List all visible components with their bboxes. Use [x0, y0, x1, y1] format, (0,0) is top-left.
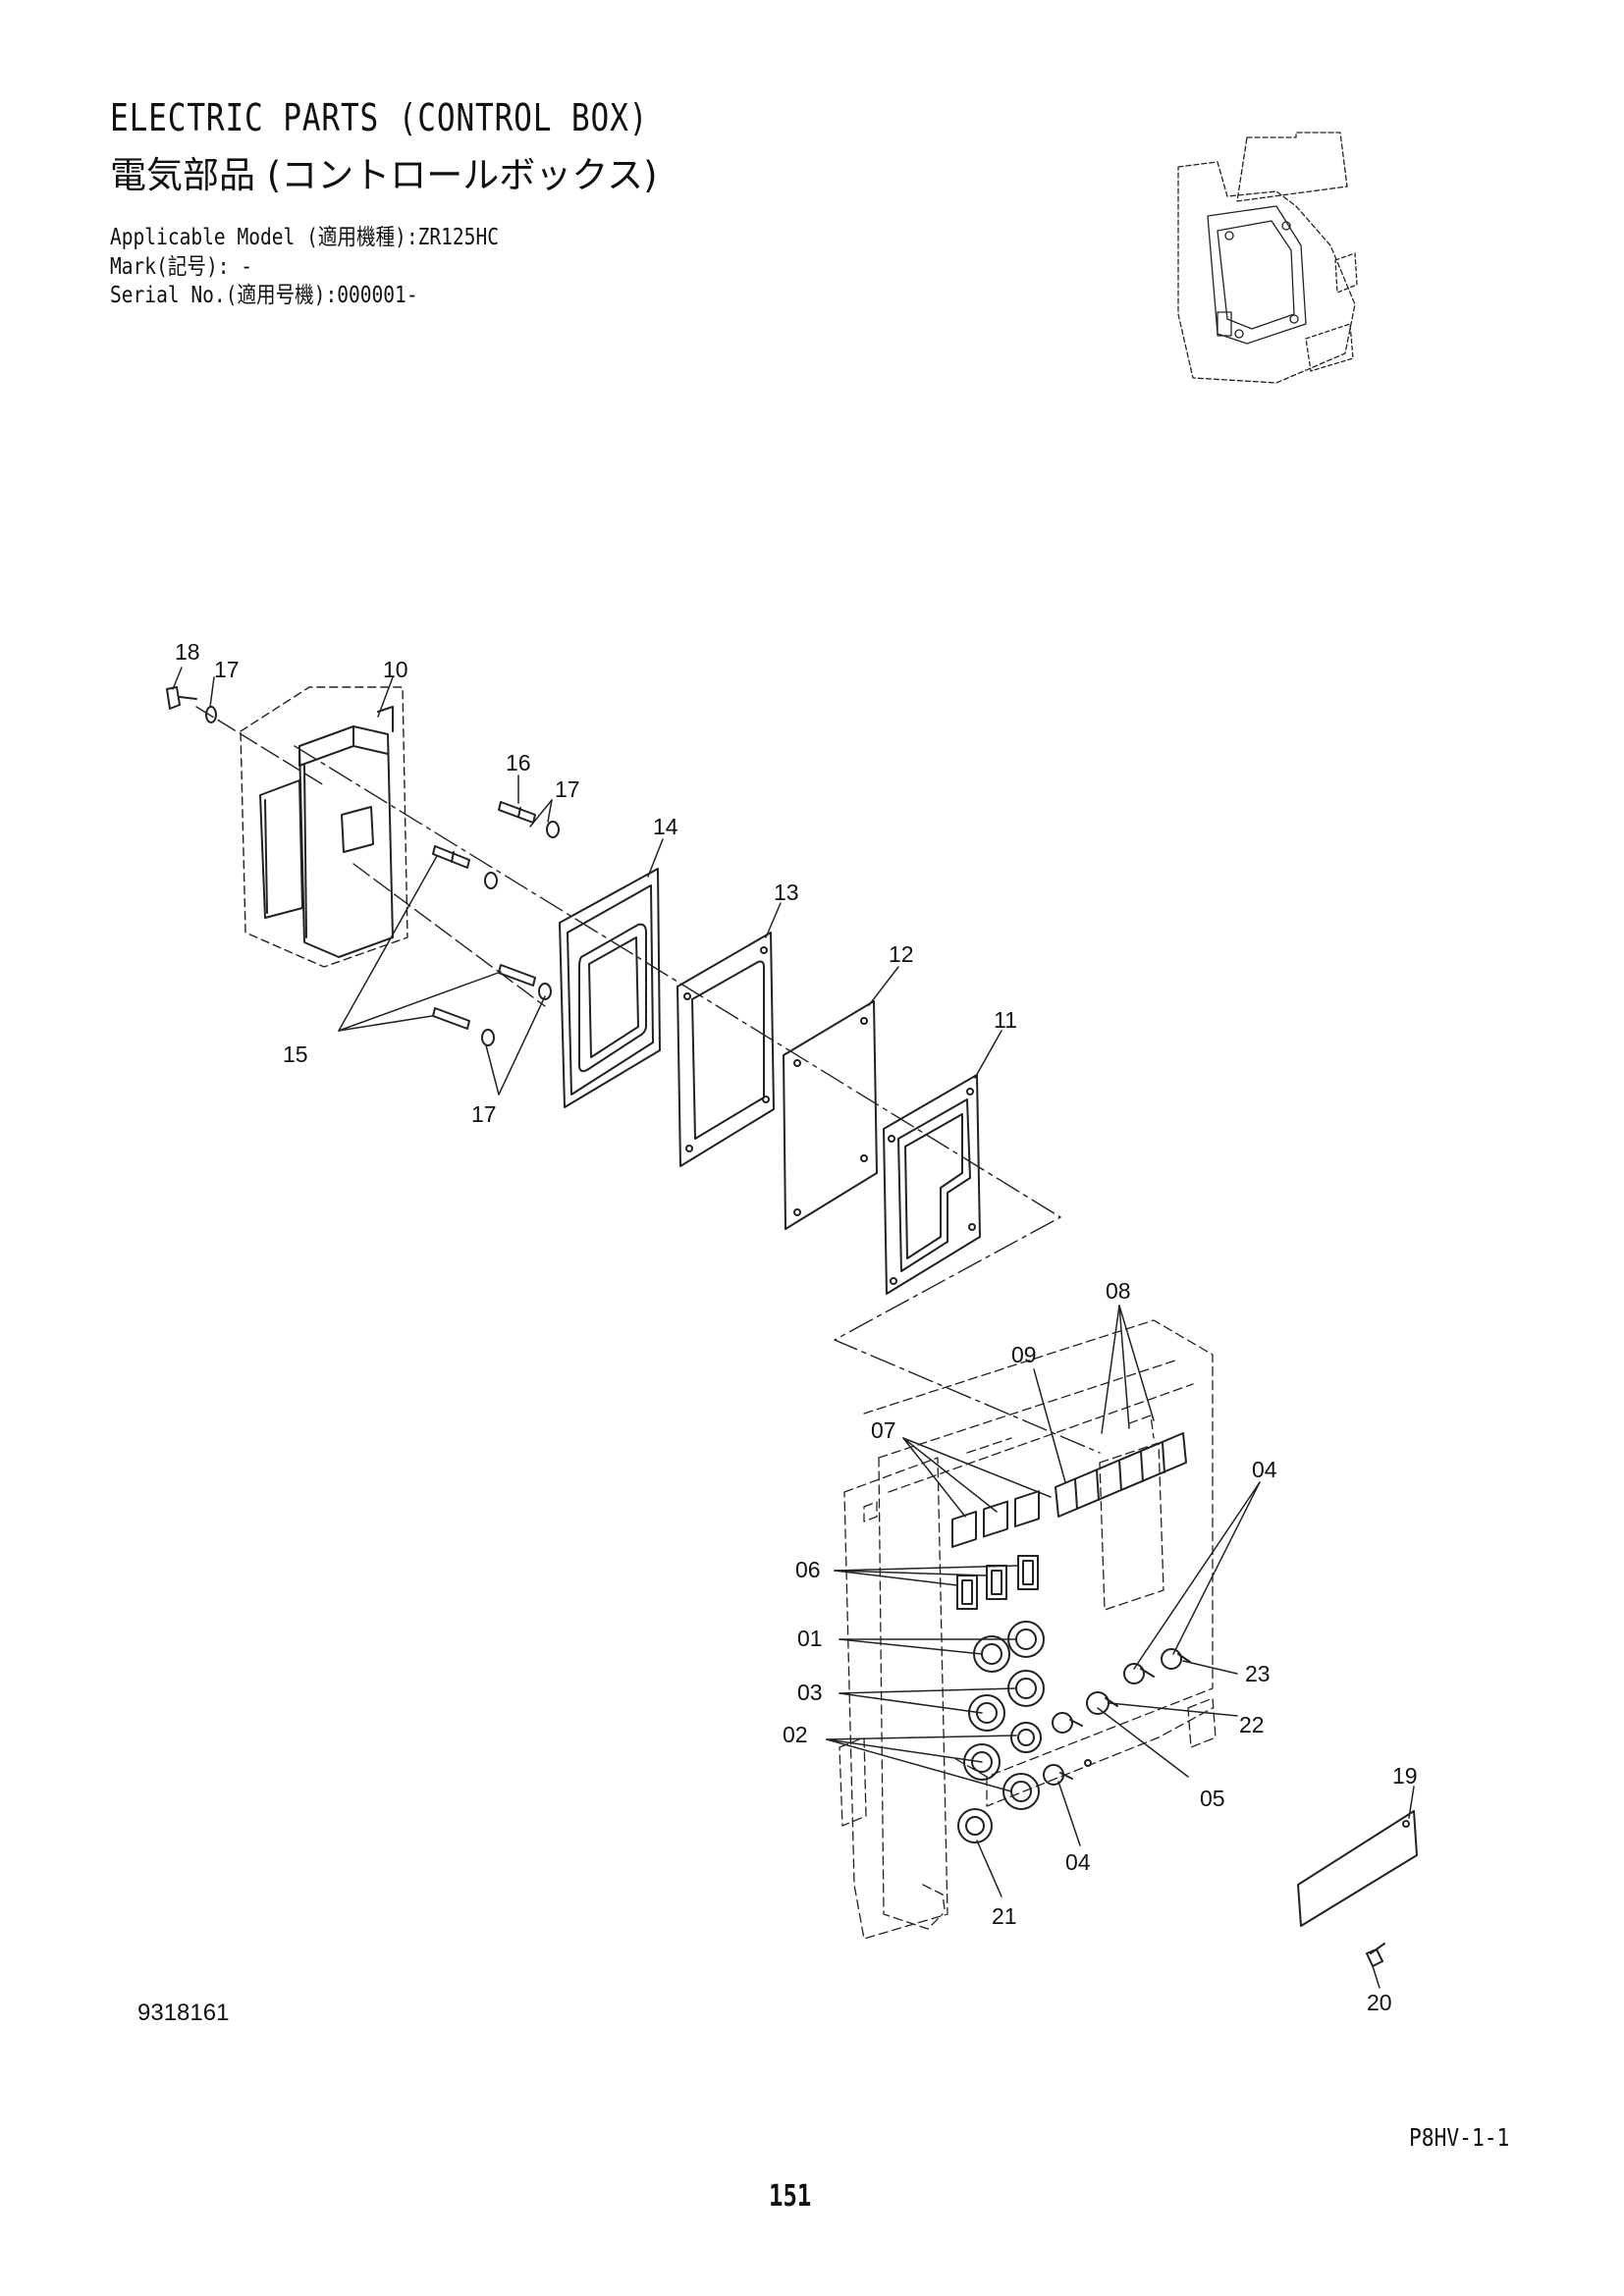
cover-plate-19: [1297, 1810, 1418, 1927]
title-english: ELECTRIC PARTS (CONTROL BOX): [110, 96, 649, 139]
callout-02: 02: [783, 1722, 808, 1747]
plate-12: [783, 1000, 878, 1230]
callout-19: 19: [1392, 1763, 1418, 1789]
screw-20: [1366, 1943, 1385, 1967]
small-switches: [1043, 1648, 1191, 1786]
callout-14: 14: [653, 814, 678, 839]
gasket-frame-14: [559, 868, 661, 1108]
callout-11: 11: [994, 1007, 1017, 1033]
stud-15a: [432, 845, 470, 869]
callout-12: 12: [889, 941, 914, 967]
callout-22: 22: [1239, 1712, 1265, 1737]
knobs: [957, 1621, 1045, 1843]
terminal-strip-09: [1055, 1432, 1187, 1518]
callout-07: 07: [871, 1417, 896, 1443]
screw-18: [166, 686, 197, 710]
callout-09: 09: [1011, 1342, 1037, 1367]
drawing-number: 9318161: [137, 2000, 230, 2026]
callout-04: 04: [1252, 1457, 1277, 1482]
callout-04: 04: [1065, 1849, 1091, 1875]
callout-17: 17: [471, 1101, 497, 1127]
fuses-06: [956, 1555, 1039, 1610]
title-japanese: 電気部品 (コントロールボックス): [110, 154, 658, 196]
washer-17b: [484, 872, 498, 889]
control-unit-housing: [240, 686, 408, 968]
callout-03: 03: [797, 1680, 823, 1705]
callout-05: 05: [1200, 1786, 1225, 1811]
callout-20: 20: [1367, 1990, 1392, 2015]
callout-15: 15: [283, 1041, 308, 1067]
washer-17-top: [205, 706, 217, 723]
callout-17: 17: [555, 776, 580, 802]
callout-23: 23: [1245, 1661, 1271, 1686]
callout-16: 16: [506, 750, 531, 775]
page-number: 151: [769, 2179, 812, 2214]
washer-17d: [481, 1029, 495, 1046]
callout-13: 13: [774, 880, 799, 905]
page-code: P8HV-1-1: [1409, 2123, 1510, 2152]
callout-01: 01: [797, 1626, 823, 1651]
washer-17c: [538, 983, 552, 1000]
applicable-model: Applicable Model (適用機種):ZR125HC: [110, 225, 499, 250]
washer-17a: [546, 821, 560, 838]
stud-15c: [432, 1007, 470, 1030]
stud-15b: [498, 964, 536, 987]
seal-13: [677, 932, 775, 1167]
stud-16: [498, 801, 536, 824]
relays-07: [951, 1490, 1040, 1548]
callout-10: 10: [383, 657, 408, 682]
callout-17: 17: [214, 657, 240, 682]
callout-08: 08: [1106, 1278, 1131, 1304]
callout-18: 18: [175, 639, 200, 665]
serial-number: Serial No.(適用号機):000001-: [110, 283, 418, 308]
locator-thumbnail: [1177, 132, 1358, 384]
control-box-base: [839, 1319, 1217, 1940]
callout-06: 06: [795, 1557, 821, 1582]
callout-21: 21: [992, 1903, 1017, 1929]
cover-11: [883, 1074, 981, 1295]
mark: Mark(記号): -: [110, 254, 253, 280]
leader-lines: [172, 667, 1415, 1989]
